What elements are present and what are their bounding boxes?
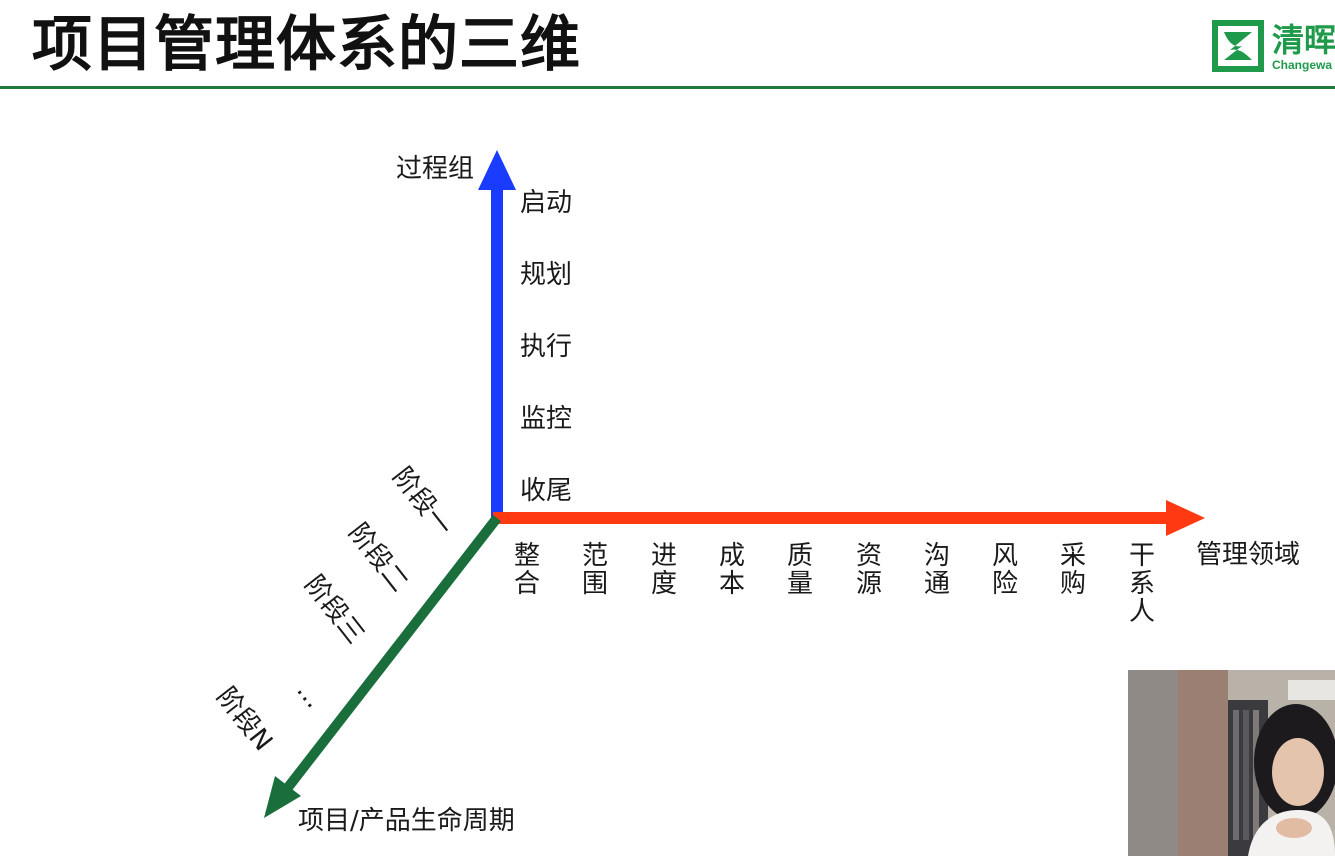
lifecycle-axis-title: 项目/产品生命周期: [298, 806, 515, 836]
changewave-logo-icon: [1212, 20, 1264, 72]
lifecycle-axis-line: [282, 514, 501, 794]
knowledge-area-label: 整合: [513, 541, 540, 599]
company-logo: 清晖 Changewa: [1212, 20, 1335, 76]
knowledge-area-label: 风险: [991, 541, 1018, 599]
process-group-label: 收尾: [520, 476, 573, 506]
header-divider: [0, 86, 1335, 89]
process-group-label: 执行: [520, 332, 573, 362]
process-group-label: 规划: [520, 260, 573, 290]
presenter-video-thumbnail[interactable]: [1128, 670, 1335, 856]
logo-name-cn: 清晖: [1272, 21, 1335, 59]
process-group-axis-arrowhead: [478, 150, 516, 190]
knowledge-area-label: 范围: [581, 541, 608, 599]
knowledge-area-label: 进度: [650, 541, 677, 599]
process-group-axis-title: 过程组: [396, 154, 475, 184]
process-group-label: 启动: [520, 188, 573, 218]
knowledge-area-axis-title: 管理领域: [1196, 540, 1301, 570]
knowledge-area-label: 资源: [855, 541, 882, 599]
slide-title: 项目管理体系的三维: [32, 10, 581, 80]
knowledge-area-label: 干系人: [1128, 541, 1155, 627]
knowledge-area-label: 质量: [786, 541, 813, 599]
logo-name-en: Changewa: [1272, 58, 1333, 72]
process-group-label: 监控: [520, 404, 573, 434]
knowledge-area-label: 沟通: [923, 541, 950, 599]
lifecycle-axis-arrowhead: [264, 776, 301, 818]
presenter-video-frame: [1128, 670, 1335, 856]
knowledge-area-label: 成本: [718, 541, 745, 599]
knowledge-area-axis-arrowhead: [1166, 500, 1205, 536]
knowledge-area-label: 采购: [1059, 541, 1086, 599]
